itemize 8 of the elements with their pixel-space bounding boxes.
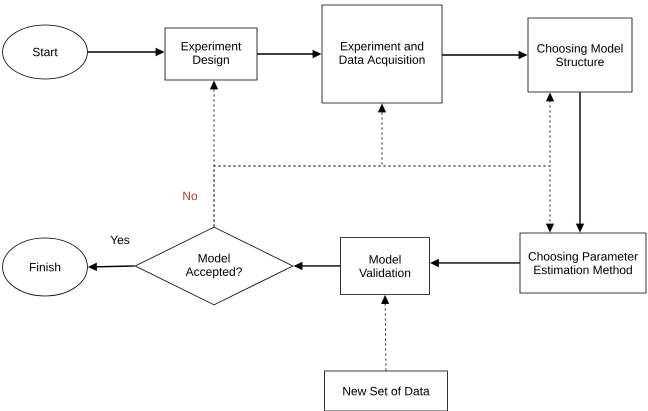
process-box: Choosing Model Structure — [528, 18, 632, 92]
process-box: Experiment Design — [164, 28, 258, 80]
edge-label: Yes — [109, 234, 131, 246]
process-box: Choosing Parameter Estimation Method — [520, 232, 646, 294]
process-box: New Set of Data — [324, 370, 448, 411]
edge-label: No — [181, 190, 199, 202]
process-box: Model Validation — [340, 237, 430, 295]
process-box: Experiment and Data Acquisition — [322, 4, 442, 104]
